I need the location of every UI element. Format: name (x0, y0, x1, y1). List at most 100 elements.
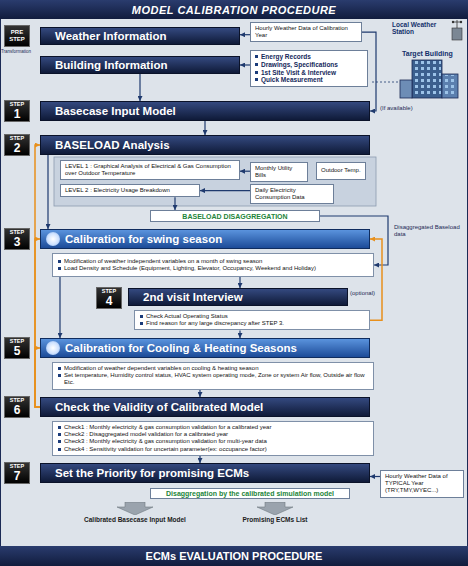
annotation-label: (optional) (350, 290, 378, 297)
flow-arrow (240, 171, 250, 172)
annotation-label: Target Building (402, 50, 464, 58)
node-text: Modification of weather independent vari… (58, 258, 368, 265)
title-bar: MODEL CALIBRATION PROCEDURE (0, 0, 468, 19)
node-text: Load Density and Schedule (Equipment, Li… (58, 265, 368, 272)
flow-arrow (139, 74, 140, 101)
node-text: 4 (106, 295, 113, 307)
flow-arrow (199, 456, 200, 463)
step-bar: Check the Validity of Calibrated Model (40, 397, 370, 417)
title-text: MODEL CALIBRATION PROCEDURE (132, 4, 336, 16)
node-text: 2 (14, 142, 21, 154)
step-bar: Weather Information (40, 27, 240, 45)
flow-arrow (200, 190, 250, 191)
step-bar: Calibration for Cooling & Heating Season… (40, 338, 370, 358)
node-text: Drawings, Specifications (255, 61, 363, 69)
node-text: BASELOAD DISAGGREGATION (155, 213, 315, 220)
node-text: Calibrated Basecase Input Model (70, 516, 200, 523)
node-text: Quick Measurement (255, 76, 363, 84)
flow-arrow (199, 390, 200, 397)
annotation-label: Local Weather Station (392, 21, 450, 36)
detail-box: Check1 : Monthly electricity & gas consu… (52, 421, 374, 456)
flow-arrow (240, 34, 250, 35)
step-badge: STEP4 (96, 287, 122, 309)
next-procedure-bar: ECMs EVALUATION PROCEDURE (0, 546, 468, 566)
node-text: Weather Information (55, 30, 233, 42)
detail-box: Modification of weather independent vari… (52, 253, 374, 277)
node-text: 3 (14, 236, 21, 248)
node-text: 1 (14, 108, 21, 120)
node-text: Check1 : Monthly electricity & gas consu… (58, 424, 368, 431)
detail-box: Check Actual Operating StatusFind reason… (134, 310, 370, 330)
detail-box: Modification of weather dependent variab… (52, 362, 374, 390)
node-text: Calibration for swing season (65, 233, 363, 245)
node-text: Daily Electricity Consumption Data (255, 187, 329, 201)
feedback-arrow (35, 145, 40, 407)
data-box: Daily Electricity Consumption Data (250, 184, 334, 204)
flow-arrow (204, 121, 205, 135)
node-text: PRE STEP (5, 29, 29, 42)
node-text: Check3 : Monthly electricity & gas consu… (58, 438, 368, 445)
node-text: Calibration for Cooling & Heating Season… (65, 342, 363, 354)
flow-arrow (239, 277, 240, 288)
step-badge: PRE STEP (4, 25, 30, 47)
node-text: Check the Validity of Calibrated Model (55, 401, 363, 413)
step-bar: Calibration for swing season (40, 229, 370, 249)
data-box: Monthly Utility Bills (250, 162, 308, 182)
step-badge: STEP6 (4, 396, 30, 418)
data-box: Hourly Weather Data of Calibration Year (250, 22, 362, 42)
annotation-label: (If available) (380, 105, 440, 112)
node-text: Outdoor Temp. (321, 167, 361, 174)
node-text: Find reason for any large discrepancy af… (140, 320, 364, 327)
annotation-label: Transformation (1, 49, 37, 54)
level-panel (54, 157, 376, 206)
flow-arrow (59, 277, 60, 338)
node-text: Building Information (55, 59, 233, 71)
weather-station-icon (452, 20, 462, 40)
data-box: LEVEL 2 : Electricity Usage Breakdown (60, 184, 200, 197)
node-text: 2nd visit Interview (143, 291, 341, 303)
node-text: Disaggregation by the calibrated simulat… (155, 490, 345, 497)
step-badge: STEP7 (4, 462, 30, 484)
data-box: Energy RecordsDrawings, Specifications1s… (250, 50, 368, 87)
output-arrow: Promising ECMs List (220, 502, 330, 524)
node-text: Hourly Weather Data of TYPICAL Year (TRY… (385, 473, 459, 495)
node-text: Modification of weather dependent variab… (58, 365, 368, 372)
flow-arrow (239, 330, 240, 338)
node-text: Set the Priority for promising ECMs (55, 467, 363, 479)
node-text: Check2 : Disaggregated model validation … (58, 431, 368, 438)
node-text: 6 (14, 404, 21, 416)
node-text: ECMs EVALUATION PROCEDURE (146, 550, 323, 562)
flow-arrow (240, 64, 250, 65)
step-bar: Building Information (40, 56, 240, 74)
feedback-arrow (370, 239, 382, 320)
node-text: BASELOAD Analysis (55, 139, 363, 151)
node-text: Energy Records (255, 53, 363, 61)
flow-arrow (47, 155, 48, 229)
flow-arrow (174, 197, 175, 210)
down-arrow-shape (70, 502, 200, 515)
node-text: Basecase Input Model (55, 105, 363, 117)
node-text: LEVEL 2 : Electricity Usage Breakdown (65, 187, 195, 194)
node-text: Promising ECMs List (220, 516, 330, 523)
feedback-arrow (35, 239, 40, 407)
data-box: Outdoor Temp. (316, 162, 366, 180)
step-badge: STEP5 (4, 337, 30, 359)
node-text: Check4 : Sensitivity validation for unce… (58, 446, 368, 453)
step-bar: Basecase Input Model (40, 101, 370, 121)
flow-arrow (370, 476, 380, 477)
node-text: Hourly Weather Data of Calibration Year (255, 25, 357, 39)
output-arrow: Calibrated Basecase Input Model (70, 502, 200, 524)
node-text: 7 (14, 470, 21, 482)
data-box: Hourly Weather Data of TYPICAL Year (TRY… (380, 470, 464, 498)
node-text: Set temperature, Humidity control status… (58, 372, 368, 386)
result-box: Disaggregation by the calibrated simulat… (150, 488, 350, 499)
step-badge: STEP1 (4, 100, 30, 122)
node-text: 1st Site Visit & Interview (255, 69, 363, 77)
node-text: 5 (14, 345, 21, 357)
result-box: BASELOAD DISAGGREGATION (150, 210, 320, 222)
node-text: Check Actual Operating Status (140, 313, 364, 320)
step-badge: STEP2 (4, 134, 30, 156)
down-arrow-shape (220, 502, 330, 515)
target-building-icon (400, 60, 458, 98)
